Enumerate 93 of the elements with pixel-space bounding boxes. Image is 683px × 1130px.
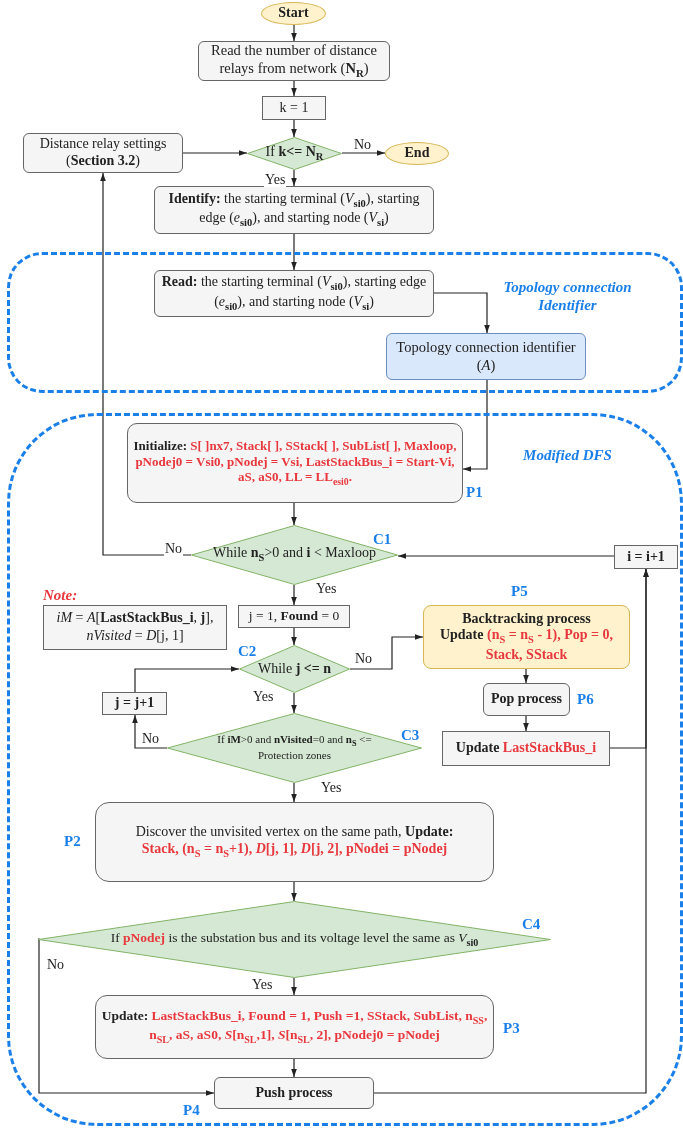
step-label: P4 [183,1102,200,1119]
step-label: C3 [401,727,420,744]
arrow [291,977,297,996]
arrow [291,80,297,97]
arrow [37,938,215,1096]
step-text: Start [278,5,309,22]
arrow [291,584,297,606]
process-box [198,41,390,81]
edge-label: Yes [264,173,287,187]
edge-label: Yes [320,781,343,795]
dashed-group-frame [7,252,683,393]
arrow [341,150,386,156]
step-text: Initialize: S[ ]nx7, Stack[ ], SStack[ ], SubList[ ], Maxloop, pNodej0 = Vsi0, pNodej = Vsi, LastStackBus_i = Start-Vi, aS, aS0, LL = LL$_{esi0}$. [132,438,458,488]
process-box [386,333,586,380]
arrow [291,627,297,646]
step-text: Topology connection identifier (A) [395,339,577,374]
step-label: C4 [522,916,541,933]
process-box [95,802,494,882]
step-text: Update LastStackBus_i [455,740,597,757]
arrow [291,119,297,138]
process-box [614,545,678,569]
arrow [100,172,192,556]
step-text: j = j+1 [114,695,155,712]
note-heading: Note: [43,586,79,605]
condition-text: While n$_{S}$>0 and i < Maxloop [213,545,376,565]
arrow [462,379,488,472]
step-text: Discover the unvisited vertex on the same path, Update: [135,823,454,841]
process-box [423,605,630,669]
process-box [95,995,494,1059]
arrow [397,553,615,559]
arrow [433,292,490,334]
box-heading: Backtracking process [462,610,591,628]
arrow [349,634,424,670]
step-label: C2 [238,643,257,660]
step-text: Pop process [491,691,562,708]
arrow [291,692,297,714]
edge-label: No [46,958,66,972]
process-box [102,692,167,715]
arrow [291,24,297,42]
group-heading: Modified DFS [522,446,613,464]
condition-text: If iM>0 and nVisited=0 and n$_{S}$ <= Protection zones [216,733,373,763]
arrow [291,1058,297,1078]
step-text: End [404,145,430,162]
condition-text: While j <= n [257,660,332,678]
condition-text: If pNodej is the substation bus and its voltage level the same as V$_{si0}$ [110,930,479,949]
step-text: Push process [255,1084,333,1102]
arrow [291,233,297,271]
arrow [291,502,297,526]
step-text: Stack, (n$_{S}$ = n$_{S}$+1), D[j, 1], D[j, 2], pNodei = pNodej [141,840,448,861]
process-box [127,423,463,503]
arrow [132,714,168,749]
edge-label: Yes [252,690,275,704]
process-box [442,731,610,766]
step-text: Read: the starting terminal (V$_{si0}$), starting edge (e$_{si0}$), and starting node (V$_{si}$) [160,274,428,313]
arrow [291,782,297,803]
group-heading: Topology connection Identifier [502,278,633,314]
step-label: P3 [503,1020,520,1037]
edge-label: No [164,542,184,556]
edge-label: No [141,732,161,746]
process-box [154,186,434,234]
step-text: Read the number of distance relays from network (N$_{R}$) [210,42,378,80]
step-text: Update: LastStackBus_i, Found = 1, Push =1, SStack, SubList, n$_{SS}$, n$_{SL}$, aS, aS0, S[n$_{SL}$,1], S[n$_{SL}$, 2], pNodej0 = pNodej [100,1008,489,1046]
process-box [483,683,570,716]
step-text: Distance relay settings (Section 3.2) [38,136,168,170]
step-label: P2 [64,833,81,850]
note-text: iM = A[LastStackBus_i, j], nVisited = D[j, 1] [43,605,227,650]
process-box [154,270,434,317]
arrow [523,668,529,684]
condition-text: If k<= N$_{R}$ [265,143,324,164]
arrow [134,666,240,693]
arrow [291,881,297,902]
edge-label: Yes [251,978,274,992]
process-box [238,605,350,628]
process-box [214,1077,374,1109]
edge-label: No [353,138,373,152]
arrow [182,150,248,156]
dashed-group-frame [7,413,683,1126]
arrow [523,715,529,732]
edge-label: No [354,652,374,666]
process-box [23,133,183,173]
step-text: Identify: the starting terminal (V$_{si0}$), starting edge (e$_{si0}$), and starting node (V$_{si}$) [167,190,421,230]
step-label: P1 [466,484,483,501]
step-label: P5 [511,583,528,600]
arrow [373,568,649,1094]
step-label: C1 [373,531,392,547]
step-text: k = 1 [279,99,309,117]
arrow [291,169,297,187]
step-text: Update (n$_{S}$ = n$_{S}$ - 1), Pop = 0, Stack, SStack [438,627,615,664]
step-text: i = i+1 [627,548,665,566]
step-label: P6 [577,691,594,708]
process-box [262,96,326,120]
step-text: j = 1, Found = 0 [248,608,340,625]
edge-label: Yes [315,582,338,596]
